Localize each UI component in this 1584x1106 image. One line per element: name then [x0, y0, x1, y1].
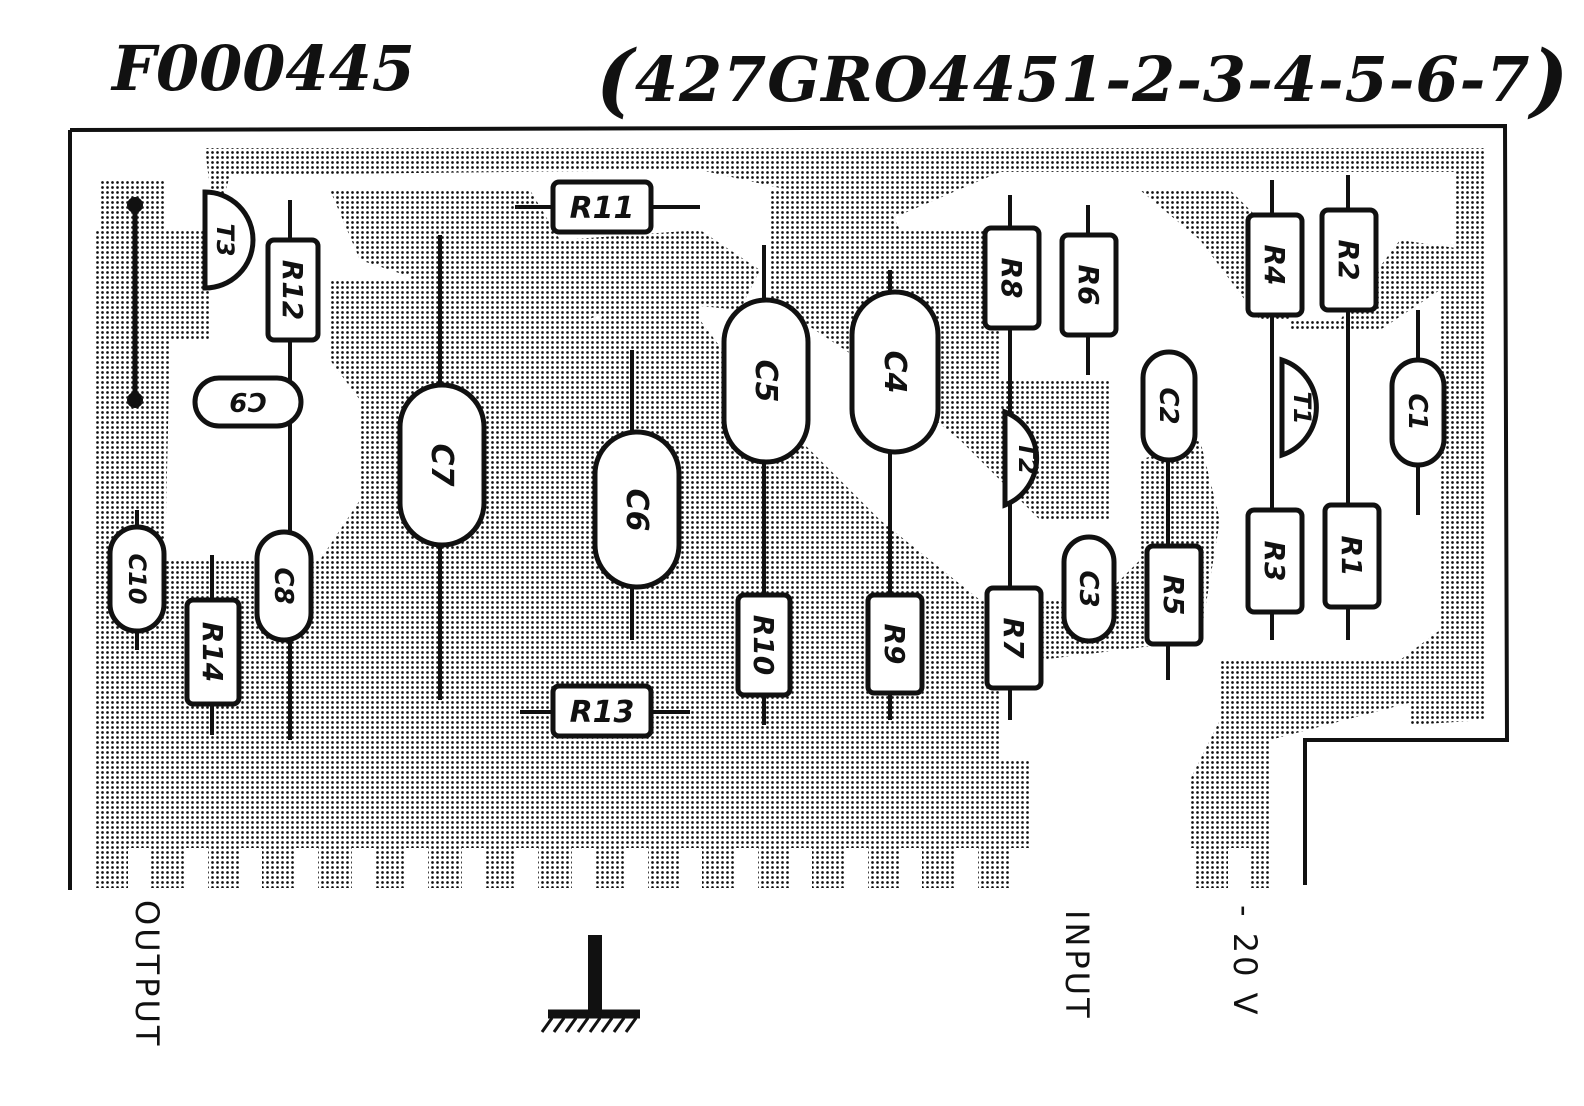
label-c5: C5	[748, 360, 783, 403]
label-t3: T3	[211, 223, 239, 256]
transistor-t1: T1	[1279, 356, 1319, 459]
connector-gap	[1174, 848, 1196, 890]
pin-label-output: OUTPUT	[128, 900, 166, 1048]
label-r14: R14	[196, 622, 229, 683]
edge-connector	[128, 848, 1250, 890]
variant-list: 427GRO4451-2-3-4-5-6-7	[634, 43, 1531, 116]
label-r3: R3	[1258, 540, 1291, 581]
ground-icon	[540, 935, 640, 1033]
label-r10: R10	[747, 615, 780, 676]
resistor-r11: R11	[550, 179, 654, 235]
copper-right-trace	[1140, 190, 1470, 888]
board-outline	[68, 123, 1510, 890]
label-r7: R7	[997, 617, 1030, 659]
resistor-r9: R9	[865, 592, 925, 696]
capacitor-c2: C2	[1140, 349, 1198, 463]
label-c10: C10	[123, 553, 151, 604]
connector-gap	[240, 848, 262, 890]
resistor-r7: R7	[984, 585, 1044, 691]
resistor-r6: R6	[1059, 232, 1119, 338]
connector-gap	[626, 848, 648, 890]
connector-gap	[352, 848, 374, 890]
label-c6: C6	[619, 489, 654, 532]
label-c1: C1	[1402, 393, 1432, 430]
paren-open: (	[596, 32, 635, 126]
label-c7: C7	[424, 444, 459, 487]
jumper-wire	[127, 197, 143, 408]
copper-upper-trace	[330, 190, 760, 330]
label-r13: R13	[570, 695, 635, 730]
connector-gap	[790, 848, 812, 890]
connector-gap	[846, 848, 868, 890]
connector-gap	[516, 848, 538, 890]
connector-gap	[1010, 848, 1032, 890]
connector-gap	[128, 848, 150, 890]
board-code: F000445	[112, 32, 415, 105]
label-t2: T2	[1013, 441, 1041, 474]
connector-gap	[736, 848, 758, 890]
resistor-r1: R1	[1322, 502, 1382, 610]
transistor-t2: T2	[1002, 408, 1041, 509]
connector-gap	[1064, 848, 1086, 890]
label-r8: R8	[995, 257, 1028, 298]
resistor-r4: R4	[1245, 212, 1305, 318]
label-r2: R2	[1332, 239, 1365, 280]
pin-label-input: INPUT	[1058, 910, 1096, 1021]
capacitor-c1: C1	[1389, 357, 1447, 468]
label-c8: C8	[268, 567, 298, 604]
connector-gap	[186, 848, 208, 890]
capacitor-c4: C4	[849, 289, 941, 455]
label-r11: R11	[570, 191, 635, 226]
connector-gap	[296, 848, 318, 890]
connector-gap	[956, 848, 978, 890]
connector-gap	[900, 848, 922, 890]
capacitor-c10: C10	[107, 524, 167, 634]
capacitor-c7: C7	[397, 382, 487, 548]
label-t1: T1	[1288, 391, 1316, 424]
capacitor-c9: C9	[192, 375, 304, 429]
label-c3: C3	[1073, 570, 1103, 607]
resistor-r13: R13	[550, 683, 654, 739]
label-r5: R5	[1157, 574, 1190, 615]
label-r9: R9	[878, 623, 911, 664]
board-variants: (427GRO4451-2-3-4-5-6-7)	[596, 32, 1569, 126]
connector-gap	[406, 848, 428, 890]
resistor-r12: R12	[265, 237, 321, 343]
label-r6: R6	[1072, 264, 1105, 305]
capacitor-c6: C6	[592, 429, 682, 590]
resistor-r14: R14	[184, 597, 242, 707]
pin-label-supply: - 20 V	[1226, 905, 1264, 1018]
connector-gap	[680, 848, 702, 890]
paren-close: )	[1530, 32, 1570, 126]
resistor-r5: R5	[1144, 543, 1204, 647]
copper-ground-plane	[95, 230, 1030, 888]
label-c4: C4	[877, 351, 912, 394]
label-r4: R4	[1258, 244, 1291, 285]
transistors: T1 T2 T3	[202, 189, 1319, 509]
capacitor-c5: C5	[721, 297, 811, 465]
resistors: R11 R12 R13 R14 R10 R9 R8 R7	[184, 179, 1382, 739]
resistor-r2: R2	[1319, 207, 1379, 313]
resistor-r10: R10	[735, 592, 793, 698]
label-c2: C2	[1153, 387, 1183, 424]
transistor-t3: T3	[202, 189, 256, 291]
connector-gap	[1120, 848, 1142, 890]
label-c9: C9	[229, 386, 266, 416]
label-r1: R1	[1335, 535, 1368, 576]
capacitors: C1 C2 C3 C4 C5 C6 C7 C8	[107, 289, 1447, 644]
connector-gap	[1228, 848, 1250, 890]
resistor-r8: R8	[982, 225, 1042, 331]
capacitor-c8: C8	[254, 529, 314, 643]
connector-gap	[572, 848, 594, 890]
capacitor-c3: C3	[1061, 534, 1117, 644]
resistor-r3: R3	[1245, 507, 1305, 615]
connector-gap	[462, 848, 484, 890]
label-r12: R12	[276, 260, 309, 321]
